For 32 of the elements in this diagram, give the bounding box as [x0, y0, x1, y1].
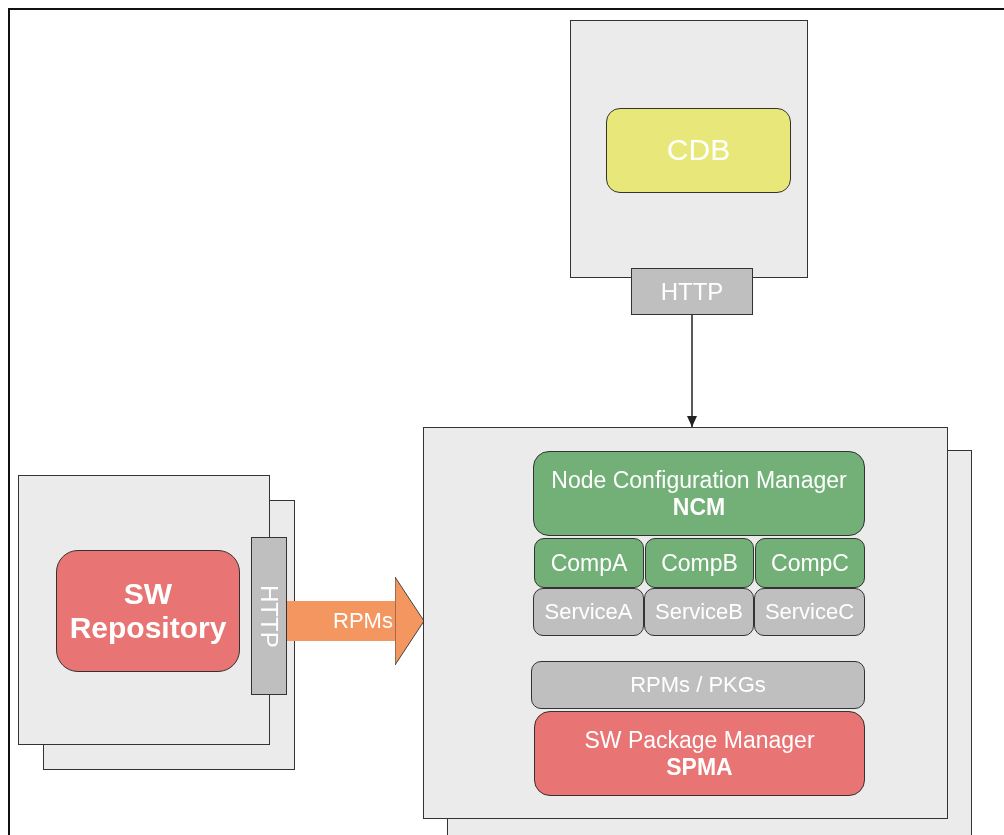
- service-box: [754, 588, 865, 636]
- repository-box: [56, 550, 240, 672]
- box-label: CDB: [666, 133, 731, 168]
- box-label: SW Repository: [68, 576, 228, 646]
- component-box: [755, 538, 865, 588]
- box-label: RPMs / PKGs: [630, 672, 766, 698]
- http-port-box: [631, 268, 753, 315]
- box-label: HTTP: [660, 277, 724, 306]
- box-label: CompC: [771, 549, 849, 577]
- service-box: [533, 588, 644, 636]
- database-box: [606, 108, 791, 193]
- box-abbreviation: NCM: [672, 493, 726, 520]
- http-port-box: [251, 537, 287, 695]
- box-abbreviation: SPMA: [666, 753, 733, 780]
- box-label: ServiceC: [764, 599, 855, 625]
- manager-box: [533, 451, 865, 536]
- box-label: ServiceB: [654, 599, 743, 625]
- box-label: ServiceA: [544, 599, 633, 625]
- box-label: CompB: [661, 549, 738, 577]
- service-box: [644, 588, 754, 636]
- component-box: [534, 538, 644, 588]
- package-box: [531, 661, 865, 709]
- client-node-box: [423, 427, 948, 819]
- box-label: SW Package Manager: [584, 727, 815, 754]
- server-box: [570, 20, 808, 278]
- manager-box: [534, 711, 865, 796]
- box-label: CompA: [550, 549, 628, 577]
- box-label: HTTP: [255, 584, 283, 648]
- box-label: Node Configuration Manager: [551, 467, 847, 494]
- component-box: [645, 538, 754, 588]
- arrow: [687, 314, 697, 428]
- block-arrow: [287, 576, 425, 666]
